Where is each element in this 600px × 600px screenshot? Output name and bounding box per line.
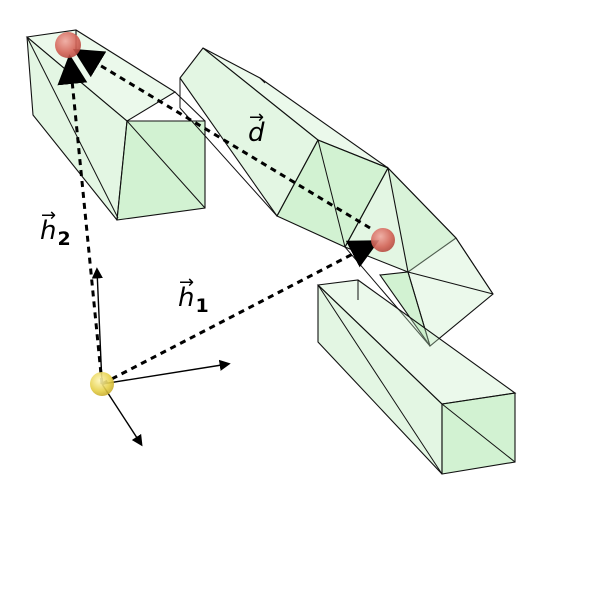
dashed-vectors <box>57 48 380 386</box>
origin-sphere <box>90 372 114 396</box>
label-h1: →h1 <box>178 272 209 317</box>
axis-y <box>91 267 103 385</box>
label-d: →d <box>248 107 265 148</box>
middle-red-sphere <box>371 228 395 252</box>
vector-d <box>72 48 371 230</box>
label-h2: →h2 <box>40 205 71 250</box>
upper-left-box <box>25 29 206 221</box>
upper-red-sphere <box>55 32 81 58</box>
axis-x <box>101 359 231 385</box>
vector-h1 <box>101 240 380 386</box>
lower-right-box <box>316 279 517 475</box>
